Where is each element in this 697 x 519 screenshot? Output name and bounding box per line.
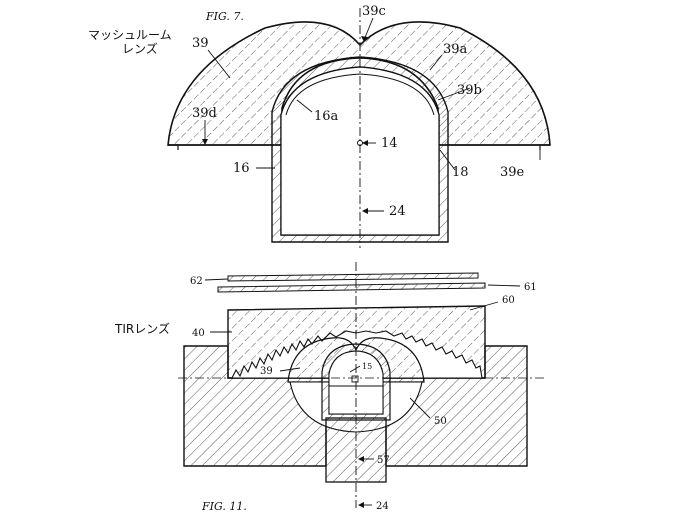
mushroom-lens-title-line2: レンズ (122, 42, 158, 56)
fig7-group: FIG. 7. 39 39c 39a 39b 39d 16a 14 16 18 … (167, 4, 551, 248)
label-39c: 39c (362, 4, 386, 19)
plate-61 (217, 282, 486, 293)
plate-62 (227, 272, 479, 282)
label-61: 61 (524, 282, 537, 293)
label-14: 14 (381, 136, 398, 151)
fig7-caption: FIG. 7. (205, 10, 244, 23)
label-39a: 39a (443, 42, 468, 57)
step-right (539, 144, 550, 150)
mushroom-lens-title-line1: マッシュルーム (88, 28, 172, 42)
arrow-57 (358, 456, 364, 462)
dome-inner-line (285, 73, 435, 116)
label-40: 40 (192, 328, 205, 339)
fig11-group: 62 61 60 40 39 15 50 57 24 FIG. 11. (178, 262, 545, 513)
chip-15 (351, 375, 359, 383)
arrow-24-top (362, 208, 368, 214)
label-39b: 39b (457, 83, 482, 98)
label-39d: 39d (192, 106, 217, 121)
label-60: 60 (502, 295, 515, 306)
label-39-bottom: 39 (260, 366, 273, 377)
tir-lens-title: TIRレンズ (115, 322, 170, 336)
label-16: 16 (233, 161, 250, 176)
label-39: 39 (192, 36, 209, 51)
label-39e: 39e (500, 165, 525, 180)
arrow-39c (361, 36, 368, 42)
label-24-top: 24 (389, 204, 406, 219)
label-18: 18 (452, 165, 469, 180)
label-16a: 16a (314, 109, 339, 124)
label-50: 50 (434, 416, 447, 427)
step-left (168, 144, 179, 150)
label-15: 15 (362, 362, 372, 371)
label-24-bottom: 24 (376, 501, 389, 512)
arrow-39d (202, 139, 208, 145)
arrow-14 (362, 140, 368, 146)
label-57: 57 (377, 455, 390, 466)
arrow-24-bottom (358, 502, 364, 508)
fig11-caption: FIG. 11. (201, 500, 247, 513)
label-62: 62 (190, 276, 203, 287)
